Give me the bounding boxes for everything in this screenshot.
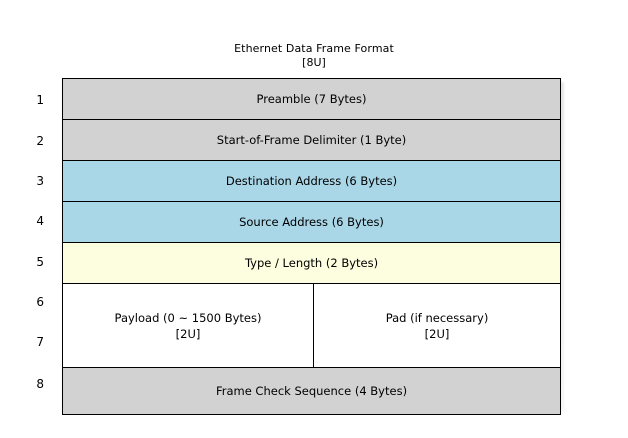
field-frame-check-sequence[interactable]: Frame Check Sequence (4 Bytes): [61, 367, 562, 415]
field-preamble-label: Preamble (7 Bytes): [256, 92, 367, 106]
field-pad-label: Pad (if necessary): [385, 310, 489, 325]
field-source-address[interactable]: Source Address (6 Bytes): [61, 201, 562, 243]
table-row: Source Address (6 Bytes): [61, 201, 562, 243]
field-start-of-frame-delimiter[interactable]: Start-of-Frame Delimiter (1 Byte): [61, 119, 562, 161]
row-number-4: 4: [36, 214, 44, 228]
field-type-length-label: Type / Length (2 Bytes): [244, 256, 379, 270]
field-payload-sublabel: [2U]: [175, 326, 201, 341]
field-type-length[interactable]: Type / Length (2 Bytes): [61, 242, 562, 284]
field-start-of-frame-delimiter-label: Start-of-Frame Delimiter (1 Byte): [216, 133, 407, 147]
field-preamble[interactable]: Preamble (7 Bytes): [61, 78, 562, 120]
page-title: Ethernet Data Frame Format: [234, 42, 394, 55]
row-number-3: 3: [36, 174, 44, 188]
table-row: Preamble (7 Bytes): [61, 78, 562, 120]
row-number-5: 5: [36, 255, 44, 269]
table-row: Frame Check Sequence (4 Bytes): [61, 367, 562, 415]
field-source-address-label: Source Address (6 Bytes): [239, 215, 384, 229]
table-row: Destination Address (6 Bytes): [61, 160, 562, 202]
field-pad-sublabel: [2U]: [424, 326, 450, 341]
field-payload-label: Payload (0 ~ 1500 Bytes): [114, 310, 262, 325]
row-number-8: 8: [36, 377, 44, 391]
row-number-2: 2: [36, 134, 44, 148]
table-row: Payload (0 ~ 1500 Bytes) [2U] Pad (if ne…: [62, 283, 562, 368]
field-payload[interactable]: Payload (0 ~ 1500 Bytes) [2U]: [62, 283, 314, 368]
field-destination-address-label: Destination Address (6 Bytes): [225, 174, 398, 188]
frame-field-table: Preamble (7 Bytes) Start-of-Frame Delimi…: [61, 78, 562, 415]
diagram-title: Ethernet Data Frame Format [8U]: [0, 42, 628, 70]
row-number-1: 1: [36, 93, 44, 107]
row-number-gutter: 1 2 3 4 5 6 7 8: [0, 78, 56, 407]
row-number-6: 6: [36, 295, 44, 309]
page-subtitle: [8U]: [302, 56, 326, 69]
ethernet-frame-diagram: Preamble (7 Bytes) Start-of-Frame Delimi…: [61, 78, 562, 415]
table-row: Type / Length (2 Bytes): [61, 242, 562, 284]
field-destination-address[interactable]: Destination Address (6 Bytes): [61, 160, 562, 202]
field-pad[interactable]: Pad (if necessary) [2U]: [312, 283, 562, 368]
row-number-7: 7: [36, 335, 44, 349]
field-frame-check-sequence-label: Frame Check Sequence (4 Bytes): [215, 384, 408, 398]
table-row: Start-of-Frame Delimiter (1 Byte): [61, 119, 562, 161]
